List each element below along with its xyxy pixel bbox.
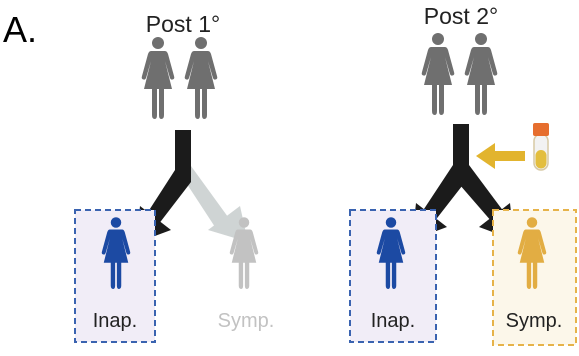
right-inapparent-label: Inap.	[371, 310, 415, 332]
person-icon	[421, 33, 455, 115]
panel-label: A.	[3, 9, 37, 50]
right-title: Post 2°	[424, 3, 498, 29]
sample-tube-icon	[533, 123, 549, 171]
post-primary-diagram: Post 1° Inap. Symp.	[74, 11, 275, 343]
left-symptomatic-label: Symp.	[218, 310, 275, 332]
sample-input-arrow	[476, 143, 525, 169]
post-secondary-diagram: Post 2° Inap. Sym	[349, 3, 577, 346]
person-icon	[184, 37, 218, 119]
right-symptomatic-label: Symp.	[506, 310, 563, 332]
right-source-pair	[421, 33, 498, 115]
left-source-pair	[141, 37, 218, 119]
person-icon	[141, 37, 175, 119]
left-title: Post 1°	[146, 11, 220, 37]
left-inapparent-label: Inap.	[93, 310, 137, 332]
person-icon	[464, 33, 498, 115]
